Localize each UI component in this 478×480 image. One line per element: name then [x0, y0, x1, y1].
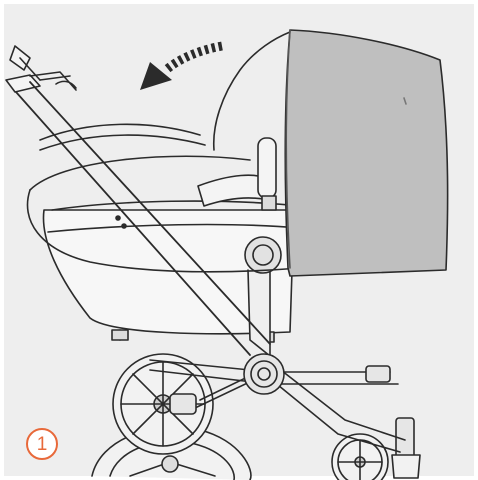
front-wheel [331, 417, 421, 480]
frame-hinge [243, 353, 285, 395]
step-number-label: 1 [36, 433, 48, 455]
middle-wheel [112, 353, 214, 455]
bumper-bar [197, 137, 277, 211]
handlebar-frame [5, 45, 271, 356]
curved-dashed-arrow-icon [140, 41, 223, 90]
canopy [284, 29, 449, 277]
seat-post [244, 236, 282, 357]
step-number-badge: 1 [26, 428, 58, 460]
canopy-frame-wire [26, 31, 301, 273]
